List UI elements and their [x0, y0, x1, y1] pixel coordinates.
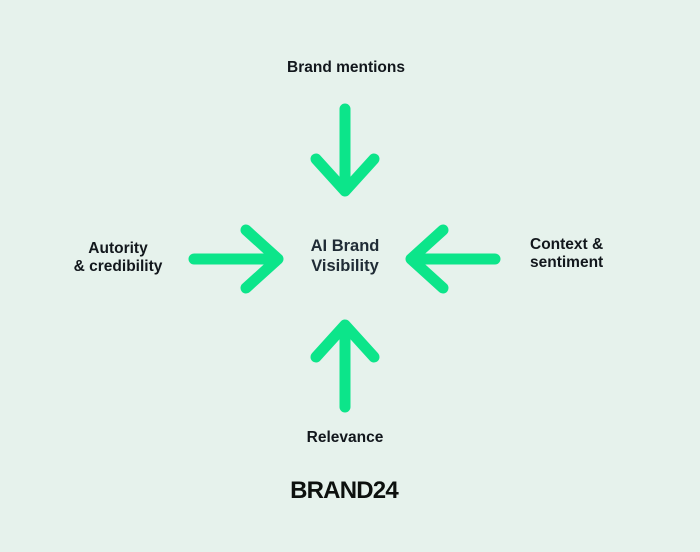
top-label: Brand mentions	[287, 59, 405, 76]
bottom-label: Relevance	[306, 429, 384, 446]
left-label: Autority & credibility	[73, 240, 163, 275]
arrow-down-icon	[310, 103, 380, 197]
center-title: AI Brand Visibility	[310, 237, 380, 276]
arrow-left-icon	[405, 224, 501, 294]
arrow-up-icon	[310, 319, 380, 413]
arrow-right-icon	[188, 224, 284, 294]
right-label: Context & sentiment	[530, 236, 604, 271]
brand24-logo: BRAND24	[290, 477, 399, 504]
